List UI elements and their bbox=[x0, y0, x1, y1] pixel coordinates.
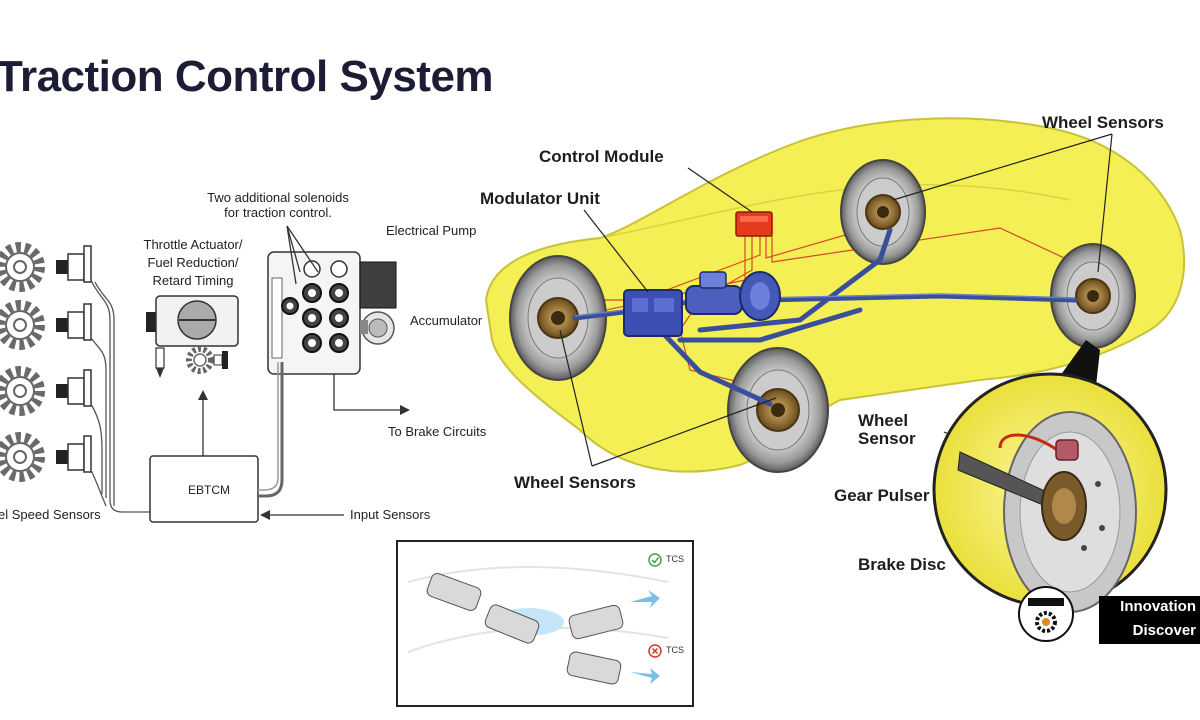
car-cutaway bbox=[484, 117, 1186, 613]
accumulator bbox=[360, 311, 395, 345]
gear-pulser-label: Gear Pulser bbox=[834, 486, 930, 505]
electrical-pump bbox=[359, 261, 397, 309]
throttle-line3: Retard Timing bbox=[152, 273, 234, 288]
ebtcm-label: EBTCM bbox=[188, 483, 230, 497]
throttle-line2: Fuel Reduction/ bbox=[147, 255, 239, 270]
sensor-icon bbox=[56, 435, 92, 473]
input-sensors-label: Input Sensors bbox=[350, 507, 431, 522]
gear-icon bbox=[0, 366, 45, 416]
wheel-sensors-bottom-label: Wheel Sensors bbox=[514, 473, 636, 492]
throttle-actuator-label: Throttle Actuator/ Fuel Reduction/ Retar… bbox=[118, 236, 268, 290]
pencil-sensor-icon bbox=[155, 347, 165, 378]
ebtcm-box bbox=[149, 455, 259, 523]
control-module-label: Control Module bbox=[539, 147, 664, 166]
gear-icon bbox=[0, 242, 45, 292]
throttle-line1: Throttle Actuator/ bbox=[143, 237, 243, 252]
electrical-pump-label: Electrical Pump bbox=[386, 223, 477, 238]
brand-line1: Innovation bbox=[1120, 598, 1196, 615]
small-gear-sensor-icon bbox=[186, 346, 228, 374]
solenoid-note: Two additional solenoids for traction co… bbox=[188, 190, 368, 220]
check-circle-icon bbox=[648, 553, 662, 567]
wheel-front-right bbox=[727, 347, 829, 473]
wheel-rear-left bbox=[840, 159, 926, 265]
wheel-sensors-top-label: Wheel Sensors bbox=[1042, 113, 1164, 132]
zoomed-brake-detail bbox=[932, 372, 1168, 613]
accumulator-label: Accumulator bbox=[410, 313, 483, 328]
brand-line2: Discover bbox=[1132, 622, 1196, 639]
solenoid-note-line2: for traction control. bbox=[224, 205, 332, 220]
gear-icon bbox=[0, 300, 45, 350]
tcs-label-without: TCS bbox=[666, 645, 684, 655]
wheel-sensor-line1: Wheel bbox=[858, 411, 909, 430]
modulator-unit bbox=[623, 289, 683, 337]
page-title: Traction Control System bbox=[0, 52, 494, 101]
to-brake-circuits-label: To Brake Circuits bbox=[388, 424, 487, 439]
modulator-block bbox=[267, 251, 361, 375]
wheel-rear-right bbox=[1050, 243, 1136, 349]
sensor-icon bbox=[56, 369, 92, 407]
throttle-actuator bbox=[146, 295, 239, 347]
gear-icon bbox=[0, 432, 45, 482]
car-with-tcs bbox=[568, 604, 624, 640]
wheel-speed-sensors-label: el Speed Sensors bbox=[0, 507, 101, 522]
brand-box: Innovation Discover bbox=[1099, 596, 1200, 644]
cross-circle-icon bbox=[648, 644, 662, 658]
tcs-comparison-panel: TCS TCS bbox=[396, 540, 694, 707]
wheel-sensor-label: Wheel Sensor bbox=[858, 412, 916, 448]
tcs-illustration bbox=[407, 553, 669, 685]
sensor-icon bbox=[56, 303, 92, 341]
master-cylinder bbox=[685, 271, 781, 321]
wheel-front-left bbox=[509, 255, 607, 381]
tcs-label-with: TCS bbox=[666, 554, 684, 564]
brand-logo-icon bbox=[1018, 586, 1074, 642]
sensor-wiring bbox=[90, 279, 150, 513]
brake-disc-label: Brake Disc bbox=[858, 555, 946, 574]
modulator-unit-label: Modulator Unit bbox=[480, 189, 600, 208]
left-schematic bbox=[0, 225, 410, 523]
car-skidding bbox=[426, 573, 622, 685]
wheel-sensor-line2: Sensor bbox=[858, 429, 916, 448]
sensor-icon bbox=[56, 245, 92, 283]
solenoid-note-line1: Two additional solenoids bbox=[207, 190, 349, 205]
control-module bbox=[735, 211, 773, 237]
